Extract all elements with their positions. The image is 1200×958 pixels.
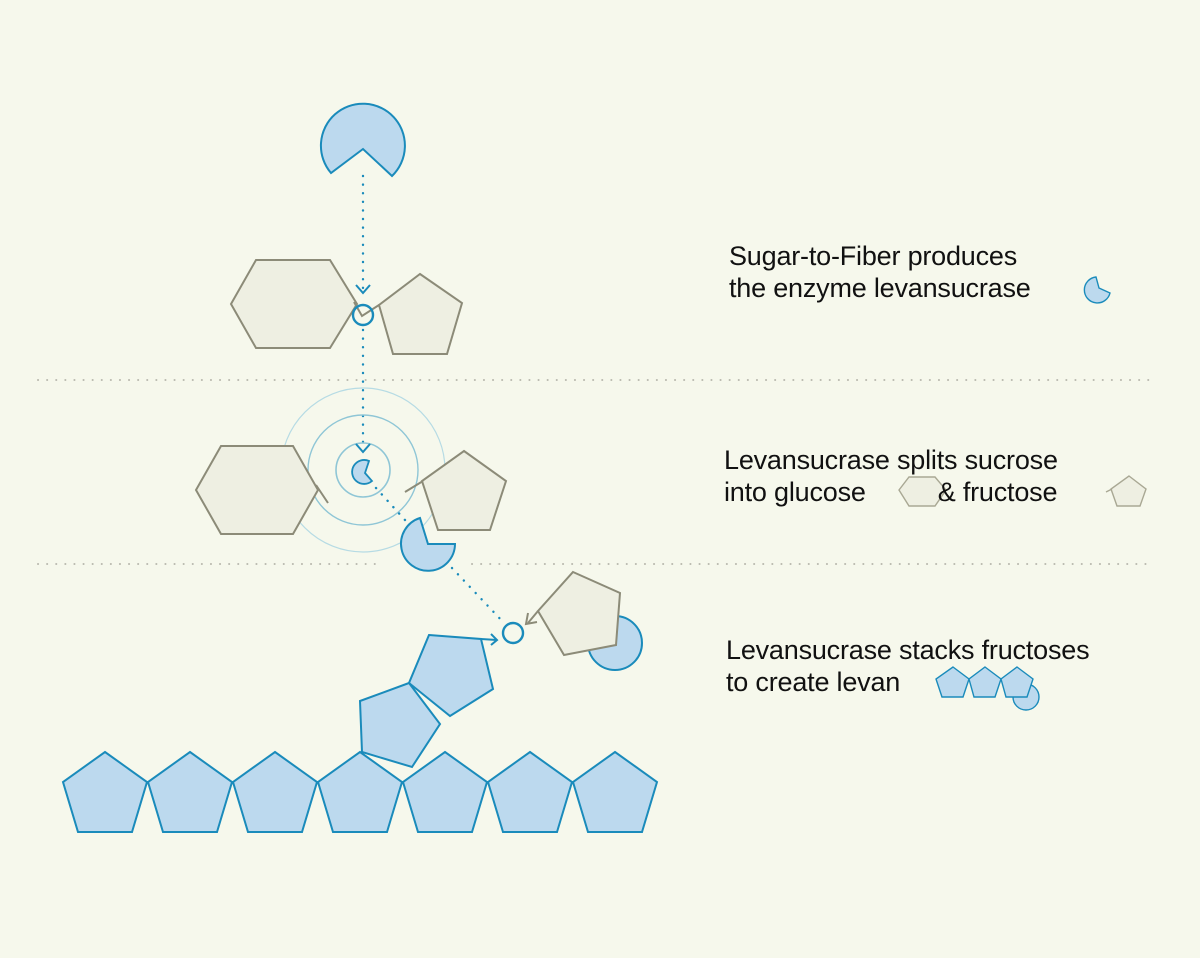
glucose-hexagon	[194, 445, 320, 535]
attach-target-circle	[501, 621, 525, 645]
step-2-line-1: Levansucrase splits sucrose	[724, 445, 1058, 475]
flow-dotted-line	[374, 486, 407, 522]
broken-bond-fructose	[404, 480, 424, 493]
legend-fructose-icon	[1110, 475, 1147, 507]
step-2-line-2a: into glucose	[724, 477, 866, 507]
fructose-pentagon	[420, 449, 508, 531]
step-3-line-1: Levansucrase stacks fructoses	[726, 635, 1090, 665]
step-2-caption: Levansucrase splits sucrose into glucose…	[724, 444, 1058, 508]
levan-fructose-unit	[401, 750, 489, 833]
legend-glucose-icon	[898, 476, 947, 507]
step-2-line-2b: & fructose	[937, 477, 1058, 507]
step-1-caption: Sugar-to-Fiber produces the enzyme levan…	[729, 240, 1031, 304]
arrow-stack-icon	[490, 633, 499, 646]
legend-fructose-bond	[1105, 488, 1113, 493]
step-3-caption: Levansucrase stacks fructoses to create …	[726, 634, 1090, 698]
bond-target-circle	[351, 303, 375, 327]
enzyme-icon	[319, 102, 406, 178]
fructose-pentagon	[377, 272, 464, 355]
step-1-line-2: the enzyme levansucrase	[729, 273, 1031, 303]
levan-fructose-unit	[571, 750, 659, 833]
levan-fructose-unit	[146, 750, 234, 833]
levan-fructose-unit	[316, 750, 404, 833]
levan-fructose-unit	[486, 750, 574, 833]
levan-fructose-top	[407, 633, 495, 718]
enzyme-small-icon	[351, 459, 374, 485]
fructose-pentagon-incoming	[536, 570, 622, 657]
flow-dotted-line	[450, 566, 507, 626]
levan-fructose-unit	[231, 750, 319, 833]
levan-chain	[61, 750, 659, 833]
legend-levan-chain-icon	[935, 666, 1040, 711]
glucose-hexagon	[229, 259, 359, 349]
legend-enzyme-icon	[1083, 276, 1111, 304]
enzyme-icon	[400, 516, 457, 572]
levan-fructose-second	[358, 681, 442, 769]
ripple-inner	[335, 442, 391, 498]
arrow-incoming-icon	[524, 612, 538, 626]
step-1-line-1: Sugar-to-Fiber produces	[729, 241, 1018, 271]
step-3-line-2: to create levan	[726, 667, 901, 697]
broken-bond-glucose	[315, 484, 329, 504]
arrow-incoming-line	[527, 610, 539, 624]
arrow-down-icon	[355, 284, 371, 295]
arrow-down-icon	[355, 443, 371, 454]
ripple-middle	[307, 414, 419, 526]
arrow-stack-line	[480, 638, 498, 641]
levan-fructose-unit	[61, 750, 149, 833]
